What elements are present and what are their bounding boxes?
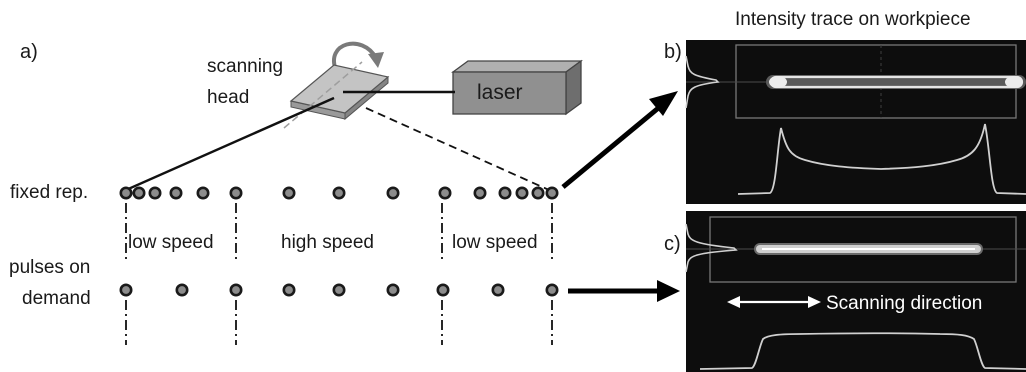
pulse-dot xyxy=(545,186,559,200)
arrow-to-panel-b xyxy=(561,91,678,189)
pulse-dot xyxy=(119,186,133,200)
panel-label-c: c) xyxy=(664,233,681,255)
panel-label-a: a) xyxy=(20,41,38,63)
pulse-dot xyxy=(119,283,133,297)
pulse-dot xyxy=(438,186,452,200)
pulse-dot xyxy=(175,283,189,297)
scanning-direction-label: Scanning direction xyxy=(826,293,982,314)
pulse-dot xyxy=(332,186,346,200)
speed-zone-separators xyxy=(125,203,553,345)
pulse-dot xyxy=(436,283,450,297)
pulse-dot xyxy=(332,283,346,297)
low-speed-label-right: low speed xyxy=(452,232,538,253)
pulse-dot xyxy=(545,283,559,297)
intensity-trace-title: Intensity trace on workpiece xyxy=(735,9,971,30)
scanning-direction-arrow-icon xyxy=(727,296,821,308)
arrow-to-panel-c xyxy=(568,280,680,302)
rotation-arrow-icon xyxy=(332,41,384,71)
pulse-dot xyxy=(229,186,243,200)
panel-c-intensity-image: Scanning direction xyxy=(685,211,1026,372)
beam-to-last-pulse xyxy=(365,107,550,191)
pulse-dot xyxy=(148,186,162,200)
scanning-head-label-2: head xyxy=(207,87,249,108)
pulse-dot xyxy=(282,186,296,200)
pulse-dot xyxy=(531,186,545,200)
pulse-dot xyxy=(498,186,512,200)
fixed-rep-label: fixed rep. xyxy=(10,182,88,203)
beam-to-first-pulse xyxy=(125,96,335,192)
laser-box xyxy=(451,59,583,116)
pulse-dot xyxy=(229,283,243,297)
pulse-dot xyxy=(282,283,296,297)
pulse-dot xyxy=(169,186,183,200)
pulse-dot xyxy=(386,283,400,297)
panel-label-b: b) xyxy=(664,41,682,63)
pulse-dot xyxy=(515,186,529,200)
pulses-on-demand-row xyxy=(119,283,559,297)
pulse-dot xyxy=(491,283,505,297)
pulse-dot xyxy=(132,186,146,200)
pulse-dot xyxy=(386,186,400,200)
panel-b-intensity-image xyxy=(685,40,1026,204)
pulse-dot xyxy=(196,186,210,200)
pulse-dot xyxy=(473,186,487,200)
low-speed-label-left: low speed xyxy=(128,232,214,253)
pulses-on-demand-label: pulses on xyxy=(9,257,90,278)
high-speed-label: high speed xyxy=(281,232,374,253)
scanning-head-label: scanning xyxy=(207,56,283,77)
scanning-head xyxy=(283,61,390,129)
laser-label: laser xyxy=(477,81,523,104)
fixed-rep-pulse-row xyxy=(119,186,559,200)
pulses-on-demand-label-2: demand xyxy=(22,288,91,309)
